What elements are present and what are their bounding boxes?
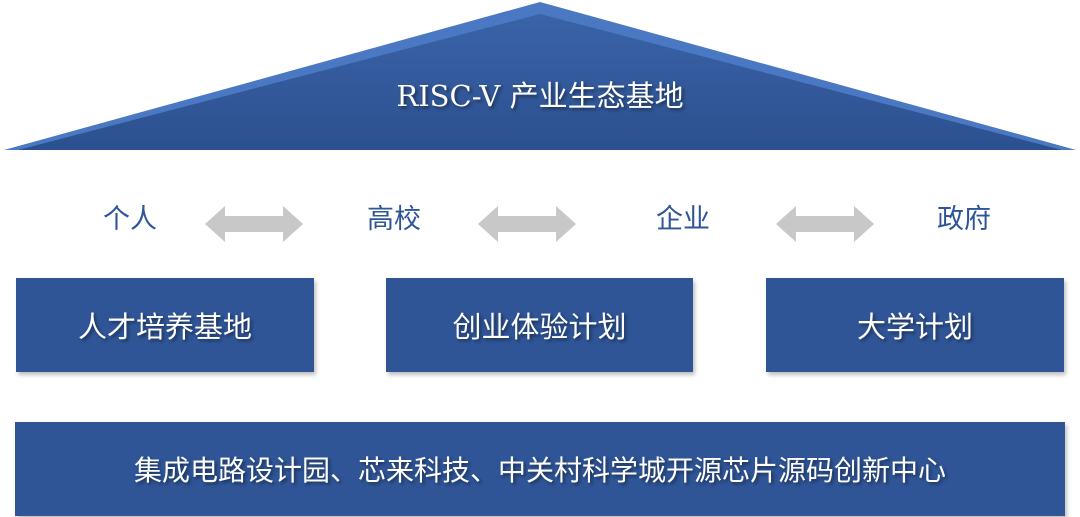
actor-university: 高校	[367, 204, 421, 235]
double-arrow-icon	[776, 206, 874, 242]
pillar-university-plan: 大学计划	[766, 278, 1064, 372]
pillar-label: 人才培养基地	[77, 310, 252, 344]
roof-triangle	[4, 2, 1076, 150]
double-arrow-icon	[478, 206, 576, 242]
double-arrow-icon	[205, 206, 303, 242]
actor-government: 政府	[937, 204, 991, 235]
pillar-label: 大学计划	[856, 310, 973, 344]
pillar-startup-plan: 创业体验计划	[386, 278, 693, 372]
actor-individual: 个人	[103, 204, 157, 235]
pillar-talent-base: 人才培养基地	[16, 278, 314, 372]
pillar-label: 创业体验计划	[452, 310, 627, 344]
foundation-block: 集成电路设计园、芯来科技、中关村科学城开源芯片源码创新中心	[15, 422, 1065, 516]
roof-title: RISC-V 产业生态基地	[396, 79, 684, 113]
foundation-label: 集成电路设计园、芯来科技、中关村科学城开源芯片源码创新中心	[133, 454, 946, 487]
actor-enterprise: 企业	[656, 204, 710, 235]
